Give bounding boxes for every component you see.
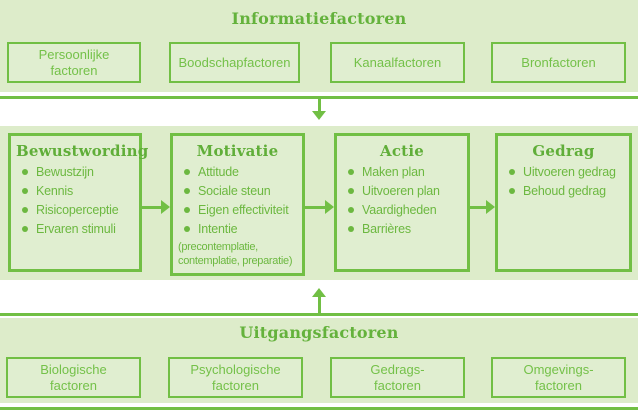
bewustwording-list: Bewustzijn Kennis Risicoperceptie Ervare… [16, 163, 134, 239]
box-biologische-factoren: Biologische factoren [6, 357, 141, 398]
list-item: Vaardigheden [348, 201, 462, 220]
gedrag-list: Uitvoeren gedrag Behoud gedrag [503, 163, 624, 201]
bullet-icon [184, 207, 190, 213]
separator-line-top [0, 96, 638, 99]
bullet-icon [184, 226, 190, 232]
bullet-icon [509, 188, 515, 194]
list-item: Eigen effectiviteit [184, 201, 297, 220]
box-bronfactoren: Bronfactoren [491, 42, 626, 83]
bullet-icon [22, 188, 28, 194]
list-item: Kennis [22, 182, 134, 201]
arrow-down-icon [318, 99, 321, 112]
list-item-label: Attitude [198, 165, 239, 179]
arrow-right-icon [470, 206, 487, 209]
list-item: Behoud gedrag [509, 182, 624, 201]
arrow-right-icon [142, 206, 162, 209]
box-actie: Actie Maken plan Uitvoeren plan Vaardigh… [334, 133, 470, 272]
list-item-label: Kennis [36, 184, 74, 198]
separator-line-bottom [0, 407, 638, 410]
box-label: Persoonlijke factoren [38, 46, 110, 78]
list-item: Maken plan [348, 163, 462, 182]
box-gedragsfactoren: Gedrags- factoren [330, 357, 465, 398]
list-item: Uitvoeren plan [348, 182, 462, 201]
list-item-label: Sociale steun [198, 184, 271, 198]
box-gedrag: Gedrag Uitvoeren gedrag Behoud gedrag [495, 133, 632, 272]
arrow-up-head-icon [312, 288, 326, 297]
list-item-label: Risicoperceptie [36, 203, 119, 217]
box-motivatie: Motivatie Attitude Sociale steun Eigen e… [170, 133, 305, 276]
list-item: Uitvoeren gedrag [509, 163, 624, 182]
list-item: Attitude [184, 163, 297, 182]
arrow-right-head-icon [161, 200, 170, 214]
list-item-label: Ervaren stimuli [36, 222, 116, 236]
arrow-up-icon [318, 296, 321, 313]
box-title: Gedrag [532, 142, 595, 160]
bullet-icon [22, 226, 28, 232]
motivatie-list: Attitude Sociale steun Eigen effectivite… [178, 163, 297, 239]
list-item-label: Eigen effectiviteit [198, 203, 289, 217]
bullet-icon [348, 226, 354, 232]
list-item-label: Vaardigheden [362, 203, 437, 217]
list-item-label: Uitvoeren plan [362, 184, 440, 198]
list-item: Bewustzijn [22, 163, 134, 182]
list-item-label: Uitvoeren gedrag [523, 165, 616, 179]
bullet-icon [348, 188, 354, 194]
bullet-icon [184, 188, 190, 194]
list-item: Ervaren stimuli [22, 220, 134, 239]
list-item: Barrières [348, 220, 462, 239]
box-label: Bronfactoren [521, 54, 596, 70]
list-item: Intentie [184, 220, 297, 239]
list-item-label: Behoud gedrag [523, 184, 606, 198]
box-bewustwording: Bewustwording Bewustzijn Kennis Risicope… [8, 133, 149, 272]
box-psychologische-factoren: Psychologische factoren [168, 357, 303, 398]
list-item-label: Bewustzijn [36, 165, 94, 179]
bullet-icon [184, 169, 190, 175]
list-item: Risicoperceptie [22, 201, 134, 220]
box-label: Psychologische factoren [190, 361, 281, 393]
arrow-right-head-icon [486, 200, 495, 214]
bullet-icon [348, 207, 354, 213]
list-item: Sociale steun [184, 182, 297, 201]
arrow-down-head-icon [312, 111, 326, 120]
box-label: Gedrags- factoren [370, 361, 425, 393]
box-omgevingsfactoren: Omgevings- factoren [491, 357, 626, 398]
arrow-right-head-icon [325, 200, 334, 214]
box-persoonlijke-factoren: Persoonlijke factoren [7, 42, 141, 83]
bullet-icon [348, 169, 354, 175]
box-label: Kanaalfactoren [353, 54, 442, 70]
box-label: Biologische factoren [40, 361, 107, 393]
box-label: Boodschapfactoren [178, 54, 291, 70]
box-title: Bewustwording [16, 142, 149, 160]
base-factors-title: Uitgangsfactoren [239, 323, 399, 342]
bullet-icon [509, 169, 515, 175]
list-item-label: Maken plan [362, 165, 425, 179]
information-factors-title: Informatiefactoren [231, 9, 407, 28]
box-title: Actie [380, 142, 424, 160]
box-boodschapfactoren: Boodschapfactoren [169, 42, 300, 83]
list-item-label: Barrières [362, 222, 411, 236]
box-title: Motivatie [196, 142, 279, 160]
bullet-icon [22, 169, 28, 175]
list-item-label: Intentie [198, 222, 238, 236]
box-label: Omgevings- factoren [523, 361, 594, 393]
separator-line-middle [0, 313, 638, 316]
arrow-right-icon [305, 206, 326, 209]
bullet-icon [22, 207, 28, 213]
intentie-stages-note: (precontemplatie, contemplatie, preparat… [178, 241, 293, 267]
actie-list: Maken plan Uitvoeren plan Vaardigheden B… [342, 163, 462, 239]
box-kanaalfactoren: Kanaalfactoren [330, 42, 465, 83]
